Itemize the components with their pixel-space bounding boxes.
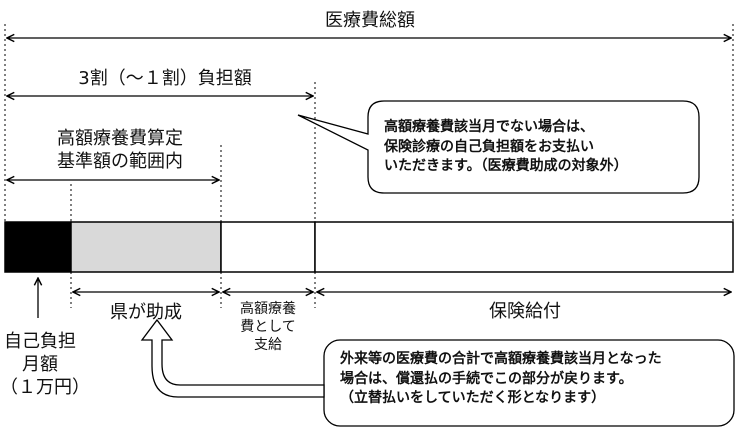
bar-segment-high-cost-payment [220,221,316,273]
high-cost-payment-label: 高額療養 費として 支給 [221,300,315,355]
self-pay-line3: （１万円） [0,377,90,399]
high-cost-base-line2: 基準額の範囲内 [57,150,183,172]
callout-bottom-line2: 場合は、償還払の手続でこの部分が戻ります。 [340,370,633,387]
callout-bottom-line1: 外来等の医療費の合計で高額療養費該当月となった [340,351,662,367]
high-cost-base-label: 高額療養費算定 基準額の範囲内 [20,128,220,173]
callout-bottom-bubble [323,339,735,427]
callout-bottom-text: 外来等の医療費の合計で高額療養費該当月となった 場合は、償還払の手続でこの部分が… [340,350,662,409]
copay-label: 3割（～１割）負担額 [78,68,252,89]
total-cost-label: 医療費総額 [325,10,415,31]
callout-top-bubble [297,100,700,194]
high-cost-payment-line1: 高額療養 [240,301,296,317]
self-pay-line1: 自己負担 [4,331,76,352]
bar-segment-self-pay [4,221,72,273]
high-cost-base-line1: 高額療養費算定 [57,128,183,149]
callout-top-text: 高額療養費該当月でない場合は、 保険診療の自己負担額をお支払い いただきます。（… [384,118,628,177]
self-pay-label: 自己負担 月額 （１万円） [0,330,90,399]
callout-top-line2: 保険診療の自己負担額をお支払い [384,138,594,155]
guide-lines [4,24,734,308]
callout-bottom-line3: （立替払いをしていただく形となります） [340,390,606,407]
cost-bar [4,221,734,273]
self-pay-line2: 月額 [22,354,58,376]
callout-top-line3: いただきます。（医療費助成の対象外） [384,158,628,175]
high-cost-payment-line3: 支給 [254,337,282,354]
curved-return-arrow [140,318,325,398]
insurance-benefit-label: 保険給付 [489,301,561,322]
callout-top-line1: 高額療養費該当月でない場合は、 [384,119,594,135]
bar-segment-insurance [314,221,734,273]
high-cost-payment-line2: 費として [240,319,296,336]
bar-segment-prefecture [70,221,222,273]
prefecture-subsidy-label: 県が助成 [110,302,182,323]
